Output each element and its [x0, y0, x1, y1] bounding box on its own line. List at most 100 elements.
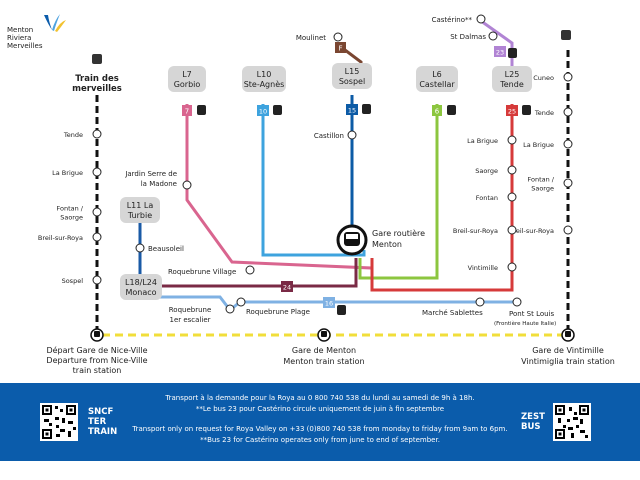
svg-text:7: 7 — [185, 108, 189, 116]
svg-text:25: 25 — [508, 108, 516, 116]
qr-code-ter[interactable] — [40, 403, 78, 441]
bus-icon — [337, 305, 346, 315]
line-l6 — [358, 104, 439, 280]
bus-icon — [273, 105, 282, 115]
svg-text:L7: L7 — [182, 70, 192, 79]
zest-bus-brand: ZEST BUS — [521, 412, 545, 432]
footer-line-1: Transport à la demande pour la Roya au 0… — [165, 394, 475, 402]
left-station-stop — [92, 167, 102, 177]
logo-leaf-lightblue-icon — [52, 14, 60, 31]
line-l18 — [160, 258, 358, 288]
logo-line3: Merveilles — [7, 42, 43, 50]
badge-16: 16 — [323, 297, 335, 308]
footer-info: Transport à la demande pour la Roya au 0… — [112, 393, 528, 445]
svg-text:Départ Gare de Nice-Ville: Départ Gare de Nice-Ville — [46, 345, 147, 355]
left-station-label: Breil-sur-Roya — [38, 234, 83, 242]
bus-icon — [447, 105, 456, 115]
header-l25[interactable]: L25 Tende — [492, 66, 532, 92]
stop-castérino — [476, 14, 486, 24]
l25-label: Saorge — [475, 167, 498, 175]
footer-line-4: **Bus 23 for Castérino operates only fro… — [200, 435, 440, 444]
gare-routiere[interactable]: Gare routière Menton — [336, 224, 425, 256]
svg-text:15: 15 — [348, 107, 356, 115]
merveilles-title-2: merveilles — [72, 84, 122, 94]
svg-text:Tende: Tende — [499, 80, 524, 89]
logo-line1: Menton — [7, 26, 33, 34]
left-station-stop — [92, 207, 102, 217]
header-l10[interactable]: L10 Ste-Agnès — [242, 66, 286, 92]
train-icon — [321, 331, 327, 337]
label-jardin-1: Jardin Serre de — [124, 170, 177, 178]
label-roquebrune-village: Roquebrune Village — [168, 268, 236, 276]
train-icon — [565, 331, 571, 337]
left-station-stop — [92, 275, 102, 285]
stop-beausoleil — [135, 243, 145, 253]
svg-text:16: 16 — [325, 300, 333, 308]
merveilles-title-1: Train des — [75, 74, 119, 84]
svg-text:Gare de Menton: Gare de Menton — [292, 346, 356, 355]
l25-stop — [507, 135, 517, 145]
left-station-stop — [92, 232, 102, 242]
left-station-label: Saorge — [60, 214, 83, 222]
right-station-stop — [563, 139, 573, 149]
station-nice[interactable]: Départ Gare de Nice-Ville Departure from… — [46, 328, 148, 375]
left-station-stop — [92, 129, 102, 139]
qr-code-zest[interactable] — [553, 403, 591, 441]
line-l10 — [261, 104, 366, 257]
header-l15[interactable]: L15 Sospel — [332, 63, 372, 89]
label-beausoleil: Beausoleil — [148, 245, 184, 253]
stop-jardin — [182, 180, 192, 190]
label-marche-sablettes: Marché Sablettes — [422, 309, 483, 317]
label-moulinet: Moulinet — [296, 34, 326, 42]
right-station-label: Saorge — [531, 185, 554, 193]
station-menton[interactable]: Gare de Menton Menton train station — [283, 328, 365, 366]
bus-icon — [362, 104, 371, 114]
stop-castillon — [347, 130, 357, 140]
header-l18[interactable]: L18/L24 Monaco — [120, 274, 162, 300]
stop-pont-st-louis — [512, 297, 522, 307]
svg-text:L10: L10 — [257, 70, 272, 79]
sncf-ter-brand: SNCF TER TRAIN — [88, 407, 118, 437]
logo-line2: Riviera — [7, 34, 31, 42]
stop-moulinet — [333, 32, 343, 42]
train-icon — [92, 54, 102, 64]
label-pont-st-louis-1: Pont St Louis — [509, 310, 555, 318]
l25-label: Vintimille — [468, 264, 498, 272]
train-icon — [94, 331, 100, 337]
svg-text:Vintimiglia train station: Vintimiglia train station — [521, 357, 615, 366]
l25-stop — [507, 262, 517, 272]
l25-stop — [507, 225, 517, 235]
right-station-label: Fontan / — [527, 176, 554, 184]
right-station-stop — [563, 72, 573, 82]
bus-icons — [197, 48, 531, 315]
merveilles-line-left: Train des merveilles — [72, 54, 122, 332]
header-l7[interactable]: L7 Gorbio — [168, 66, 206, 92]
right-station-stop — [563, 178, 573, 188]
bus-icon — [508, 48, 517, 58]
svg-text:24: 24 — [283, 284, 291, 292]
l25-label: La Brigue — [467, 137, 498, 145]
l25-stop-list: La BrigueSaorgeFontanBreil-sur-RoyaVinti… — [453, 135, 517, 272]
svg-text:Gare de Vintimille: Gare de Vintimille — [532, 346, 604, 355]
label-gare-routiere-1: Gare routière — [372, 228, 425, 238]
badge-24: 24 — [281, 281, 293, 292]
svg-text:L18/L24: L18/L24 — [125, 278, 157, 287]
right-station-stop — [563, 225, 573, 235]
badge-f: F — [335, 42, 346, 53]
svg-text:23: 23 — [496, 49, 504, 57]
stop-roquebrune-village — [245, 265, 255, 275]
badge-l10: 10 — [257, 105, 269, 116]
qr-code-icon — [42, 405, 76, 439]
footer-line-3: Transport only on request for Roya Valle… — [132, 425, 508, 433]
station-vintimille[interactable]: Gare de Vintimille Vintimiglia train sta… — [521, 328, 615, 366]
header-l11[interactable]: L11 La Turbie — [120, 197, 160, 223]
stop-st-dalmas — [488, 31, 498, 41]
network-map: Menton Riviera Merveilles Train des merv… — [7, 14, 615, 375]
header-l6[interactable]: L6 Castellar — [416, 66, 458, 92]
l25-stop — [507, 165, 517, 175]
stop-circles — [135, 14, 522, 314]
svg-text:6: 6 — [435, 108, 440, 116]
line-l23 — [480, 19, 514, 66]
